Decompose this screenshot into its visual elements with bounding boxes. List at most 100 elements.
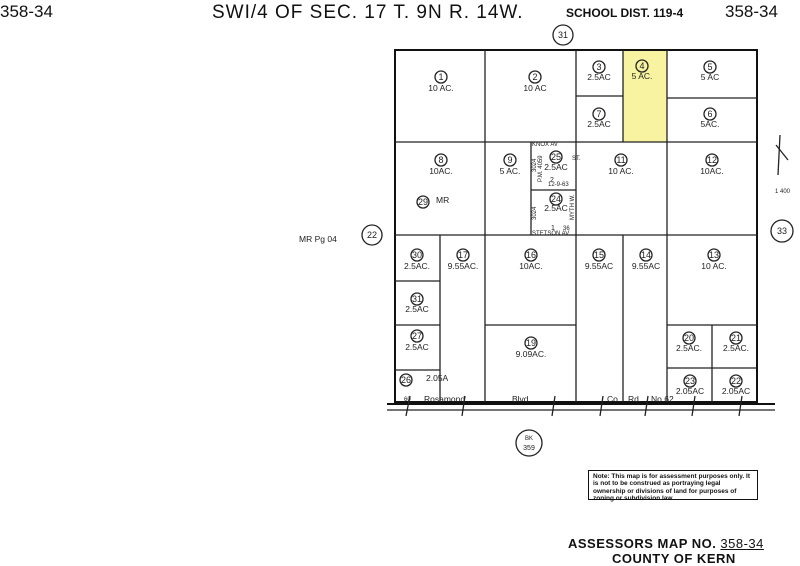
school-district-label: SCHOOL DIST. 119-4 <box>566 6 684 20</box>
parcel-30-acreage: 2.5AC. <box>404 261 430 271</box>
pm-book-2: 3024 <box>532 206 538 220</box>
pm-book: 3024 <box>532 158 538 172</box>
mr-reference: MR Pg 04 <box>299 234 337 244</box>
parcel-1-acreage: 10 AC. <box>428 83 454 93</box>
parcel-9-marker[interactable] <box>503 153 517 167</box>
parcel-21-acreage: 2.5AC. <box>723 343 749 353</box>
parcel-23-marker[interactable] <box>683 374 697 388</box>
parcel-25-acreage: 2.5AC <box>544 162 568 172</box>
parcel-27-acreage: 2.5AC <box>405 342 429 352</box>
map-disclaimer-note: Note: This map is for assessment purpose… <box>588 470 758 502</box>
parcel-5-marker[interactable] <box>703 60 717 74</box>
parcel-7-acreage: 2.5AC <box>587 119 611 129</box>
parcel-25-number: 25 <box>551 152 561 162</box>
parcel-13-marker[interactable] <box>707 248 721 262</box>
parcel-7-marker[interactable] <box>592 107 606 121</box>
parcel-6-acreage: 5AC. <box>701 119 720 129</box>
parcel-26-number: 26 <box>401 375 411 385</box>
parcel-20-number: 20 <box>684 333 694 343</box>
parcel-14-number: 14 <box>641 250 651 260</box>
adjacent-section-west-label: 22 <box>367 230 377 240</box>
book-359-marker[interactable] <box>515 429 543 457</box>
parcel-21-number: 21 <box>731 333 741 343</box>
parcel-31-acreage: 2.5AC <box>405 304 429 314</box>
svg-text:Rd.: Rd. <box>628 394 641 404</box>
parcel-6-number: 6 <box>707 109 712 119</box>
parcel-1-marker[interactable] <box>434 70 448 84</box>
map-ref-right: 358-34 <box>725 2 778 21</box>
adjacent-section-west[interactable] <box>361 224 383 246</box>
parcel-8-acreage: 10AC. <box>429 166 453 176</box>
parcel-19-number: 19 <box>526 338 536 348</box>
pm-parcel-1: 1 <box>551 225 555 232</box>
parcel-30-number: 30 <box>412 250 422 260</box>
adjacent-section-east-label: 33 <box>777 226 787 236</box>
parcel-30-marker[interactable] <box>410 248 424 262</box>
parcel-11-number: 11 <box>616 155 625 165</box>
parcel-2-marker[interactable] <box>528 70 542 84</box>
parcel-17-number: 17 <box>458 250 468 260</box>
knox-ave-label: KNOX AV <box>532 142 558 148</box>
parcel-8-number: 8 <box>438 155 443 165</box>
parcel-4-marker[interactable] <box>635 59 649 73</box>
parcel-2-acreage: 10 AC <box>523 83 546 93</box>
parcel-16-marker[interactable] <box>524 248 538 262</box>
svg-text:Blvd.: Blvd. <box>512 394 531 404</box>
svg-text:60: 60 <box>404 397 411 403</box>
parcel-13-acreage: 10 AC. <box>701 261 727 271</box>
parcel-26-marker[interactable] <box>399 373 413 387</box>
parcel-2-number: 2 <box>532 72 537 82</box>
parcel-17-marker[interactable] <box>456 248 470 262</box>
parcel-21-marker[interactable] <box>729 331 743 345</box>
book-label-num: 359 <box>523 445 535 452</box>
road-labels: 60 Rosamond Blvd. Co. Rd. No.62 <box>404 394 674 404</box>
parcel-19-marker[interactable] <box>524 336 538 350</box>
parcel-20-acreage: 2.5AC. <box>676 343 702 353</box>
assessor-map-number: 358-34 <box>720 536 764 551</box>
myth-way-label: MYTH W. <box>570 194 576 220</box>
parcel-15-marker[interactable] <box>592 248 606 262</box>
adjacent-section-north[interactable] <box>552 24 574 46</box>
parcel-9-acreage: 5 AC. <box>500 166 521 176</box>
parcel-22-marker[interactable] <box>729 374 743 388</box>
parcel-24-acreage: 2.5AC <box>544 203 568 213</box>
parcel-4-number: 4 <box>639 61 644 71</box>
parcel-29-marker[interactable] <box>416 195 430 209</box>
parcel-3-marker[interactable] <box>592 60 606 74</box>
parcel-16-number: 16 <box>526 250 536 260</box>
parcel-23-number: 23 <box>685 376 695 386</box>
svg-text:Co.: Co. <box>607 394 620 404</box>
street-label: ST. <box>572 156 581 162</box>
parcel-13-number: 13 <box>709 250 719 260</box>
map-title: SWI/4 OF SEC. 17 T. 9N R. 14W. <box>212 2 524 23</box>
adjacent-section-north-label: 31 <box>558 30 568 40</box>
highlighted-parcel-4[interactable] <box>623 50 667 142</box>
parcel-12-acreage: 10AC. <box>700 166 724 176</box>
parcel-25-marker[interactable] <box>549 150 563 164</box>
adjacent-section-east[interactable] <box>770 219 794 243</box>
parcel-20-marker[interactable] <box>682 331 696 345</box>
parcel-6-marker[interactable] <box>703 107 717 121</box>
stetson-ave-label: STETSON AV <box>532 231 569 237</box>
parcel-29-acreage: MR <box>436 195 449 205</box>
assessor-map-label: ASSESSORS MAP NO.358-34 <box>568 536 764 551</box>
parcel-lines <box>395 50 757 402</box>
parcel-24-marker[interactable] <box>549 192 563 206</box>
parcel-15-number: 15 <box>594 250 604 260</box>
parcel-15-acreage: 9.55AC <box>585 261 613 271</box>
svg-text:No.62: No.62 <box>651 394 674 404</box>
parcel-1-number: 1 <box>438 72 443 82</box>
assessor-map-text: ASSESSORS MAP NO. <box>568 536 717 551</box>
parcel-12-marker[interactable] <box>705 153 719 167</box>
road-rosamond <box>387 395 775 417</box>
parcel-4-acreage: 5 AC. <box>632 71 653 81</box>
parcel-7-number: 7 <box>596 109 601 119</box>
parcel-27-marker[interactable] <box>410 329 424 343</box>
parcel-14-marker[interactable] <box>639 248 653 262</box>
parcel-11-marker[interactable] <box>614 153 628 167</box>
parcel-14-acreage: 9.55AC <box>632 261 660 271</box>
parcel-31-marker[interactable] <box>410 292 424 306</box>
parcel-8-marker[interactable] <box>434 153 448 167</box>
pm-date-label: 12-9-63 <box>548 182 569 188</box>
